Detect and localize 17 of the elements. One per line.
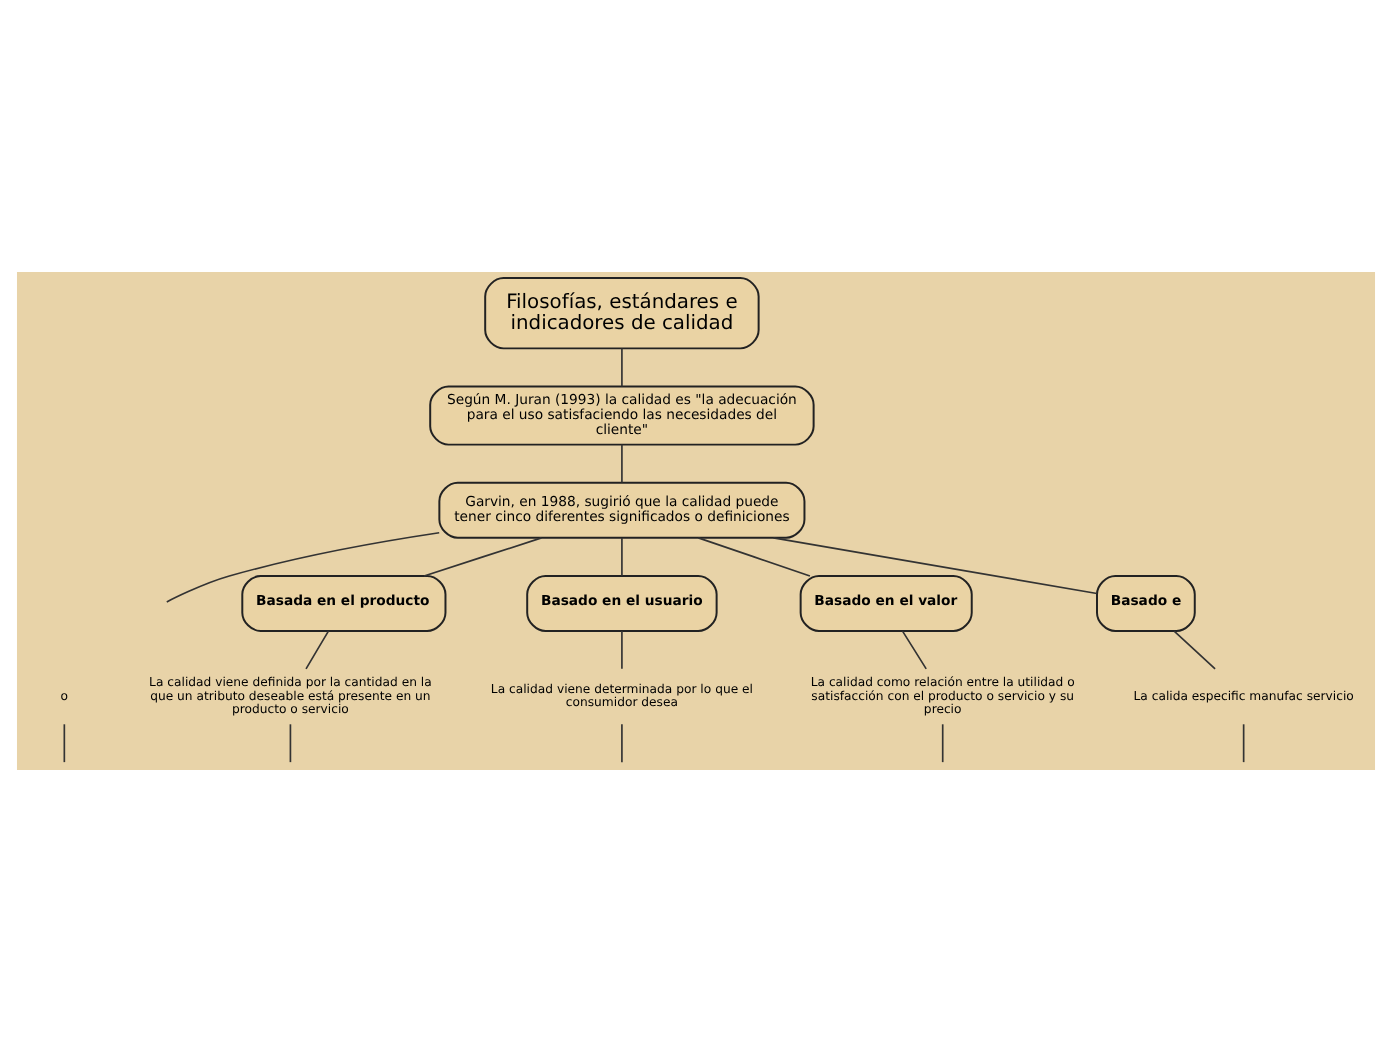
connector: [1173, 629, 1216, 669]
connector: [63, 722, 66, 762]
connector: [772, 536, 1098, 594]
connector: [1242, 722, 1245, 762]
node-box: Filosofías, estándares e indicadores de calidad: [484, 276, 760, 349]
connector: [901, 629, 928, 669]
connector: [621, 629, 623, 669]
connector: [621, 442, 623, 483]
connector: [423, 536, 543, 576]
connector: [621, 722, 623, 762]
connector: [941, 722, 944, 762]
connector: [305, 629, 330, 669]
connector: [165, 530, 441, 602]
connector: [621, 536, 623, 576]
connector: [621, 346, 623, 387]
connector: [289, 722, 292, 762]
connector: [697, 536, 811, 576]
